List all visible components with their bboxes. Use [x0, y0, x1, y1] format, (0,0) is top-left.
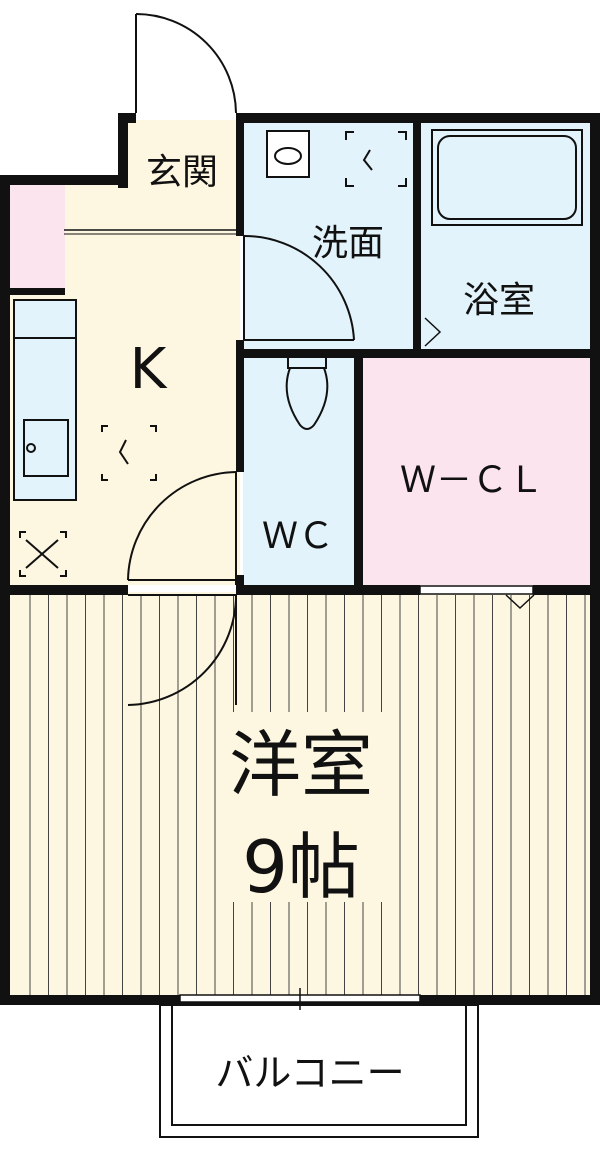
wc-floor — [243, 357, 356, 585]
wall-senmen-yoku — [413, 123, 421, 357]
wcl-label: Ｗ－ＣＬ — [400, 460, 544, 501]
wcl-floor — [362, 357, 590, 585]
wood-floor-lines — [29, 595, 586, 995]
wall-kitchen-senmen — [236, 123, 244, 236]
wall-yoshitsu-top-left — [0, 585, 128, 595]
wall-wc-wcl — [354, 349, 363, 595]
wall-yoshitsu-top-right — [533, 585, 600, 595]
washbasin-icon — [266, 130, 310, 178]
fridge-bottom-wall — [10, 288, 65, 295]
yoshitsu-label-bg — [218, 712, 384, 902]
washer-space-icon — [345, 131, 407, 187]
yoshitsu-size-label: 9帖 — [242, 825, 360, 909]
top-wall-right — [236, 113, 600, 123]
yokushitsu-label: 浴室 — [463, 280, 535, 321]
fridge-space-icon — [101, 425, 157, 481]
genkan-left-wall — [118, 113, 128, 188]
closet-sliding-door — [419, 585, 535, 610]
yoshitsu-name-label: 洋室 — [229, 723, 373, 807]
senmen-door — [243, 234, 355, 341]
wall-mid-horizontal — [236, 349, 600, 358]
room-labels: 玄関 洗面 浴室 K ＷＣ Ｗ－ＣＬ 洋室 9帖 バルコニー — [130, 142, 544, 1095]
wall-kitchen-senmen-lower — [236, 340, 244, 472]
genkan-label-bg — [134, 142, 230, 192]
window-balcony — [179, 988, 421, 1010]
kitchen-top-wall — [0, 175, 128, 185]
bathtub-icon — [431, 129, 583, 226]
entrance-door — [135, 13, 237, 114]
balcony-label: バルコニー — [215, 1051, 404, 1095]
yoshitsu-door — [127, 594, 237, 706]
wall-yoshitsu-top-mid — [236, 585, 420, 595]
floors — [10, 120, 590, 997]
senmen-label: 洗面 — [312, 223, 384, 264]
genkan-label: 玄関 — [146, 152, 218, 193]
bath-door-marker — [424, 317, 442, 347]
yokushitsu-floor — [420, 123, 590, 350]
kitchen-door — [127, 471, 237, 585]
fridge-area — [10, 180, 65, 290]
kitchen-counter — [13, 299, 77, 501]
balcony — [159, 1004, 479, 1138]
kitchen-floor — [64, 185, 240, 585]
right-wall — [590, 113, 600, 1005]
appliance-space-icon — [19, 531, 67, 577]
kitchen-label: K — [130, 337, 168, 402]
wc-label: ＷＣ — [262, 516, 334, 557]
toilet-icon — [285, 358, 329, 430]
